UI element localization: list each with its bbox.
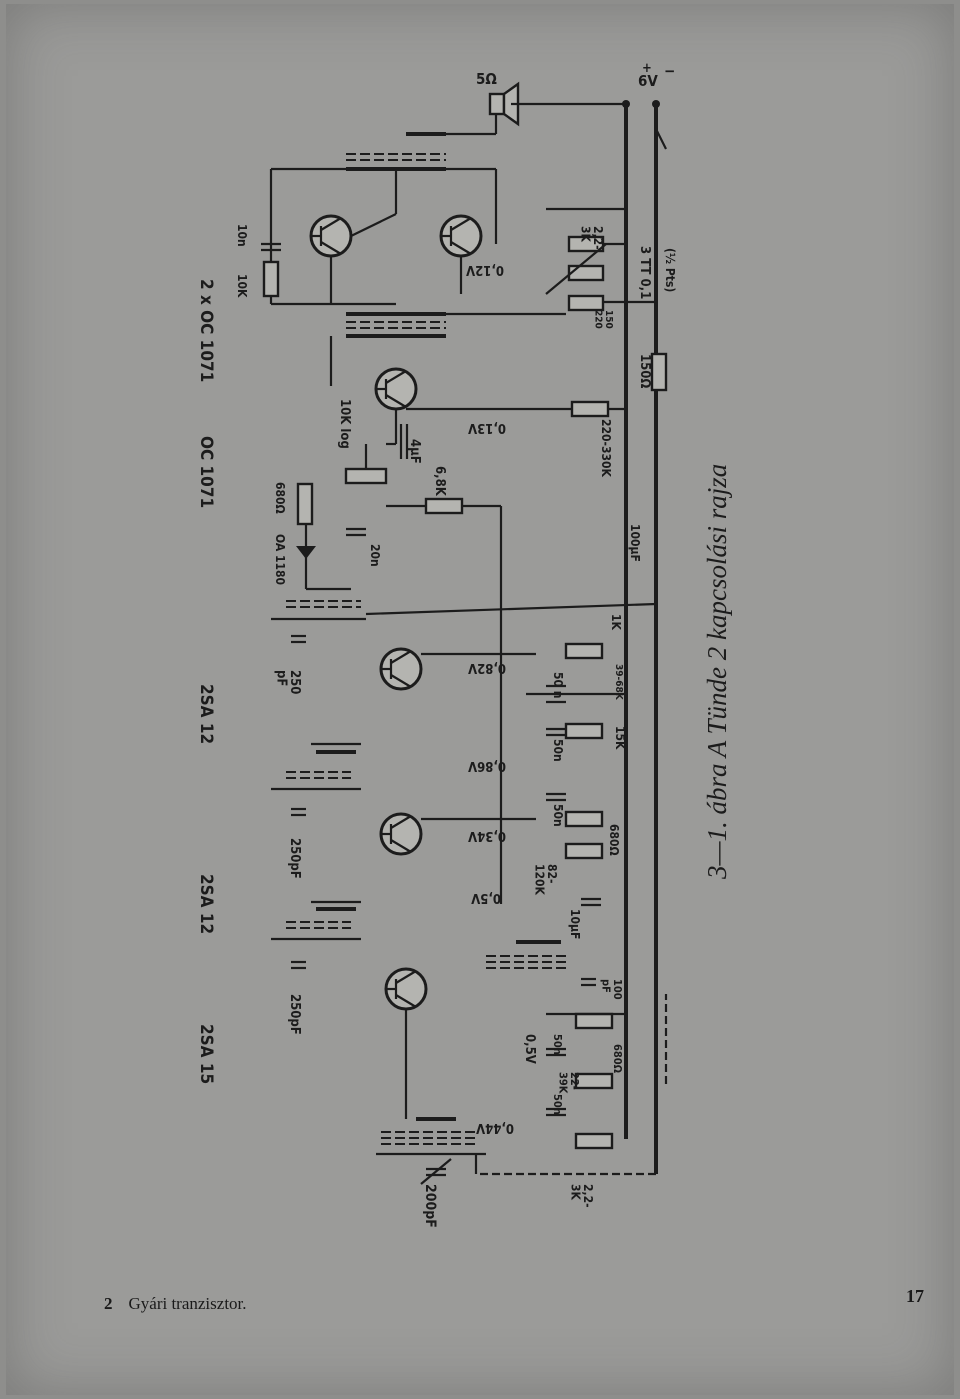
voltage-label-0-12: 0,12V xyxy=(466,262,504,277)
if1-cap-label: 250pF xyxy=(287,994,302,1035)
transistor-label-if2: 2SA 12 xyxy=(196,684,216,744)
driver-stage: 0,13V 220-330K 150Ω xyxy=(374,352,668,478)
feedback-resistor-label: 10K xyxy=(235,274,249,298)
feedback-cap-label: 10n xyxy=(235,224,249,247)
output-stage xyxy=(269,169,483,306)
power-rails xyxy=(474,104,668,1176)
cap-100uf-label: 100μF xyxy=(628,524,642,562)
cap-20n-label: 20n xyxy=(368,544,382,567)
if-stage-2: 0,82V 0,86V 50 n 50n 1K 39-68K 15K xyxy=(311,614,627,773)
footnote-text: Gyári tranzisztor. xyxy=(128,1294,247,1313)
resistor-1k-label: 1K xyxy=(609,614,623,631)
page-number: 17 xyxy=(906,1286,924,1306)
detector-resistor-label: 680Ω xyxy=(273,482,287,514)
antenna-coil: 200pF 2,2-3K 100μF xyxy=(376,524,642,1228)
transistor-label-driver: OC 1071 xyxy=(196,436,216,508)
feedback-network: 10K 10n xyxy=(235,224,281,298)
resistor-22-39k-label: 22-39K xyxy=(556,1072,581,1094)
detector: 680Ω OA 1180 20n xyxy=(273,482,382,591)
resistor-39-68k-label: 39-68K xyxy=(613,664,624,701)
bias-resistor-label: 2,2-3K xyxy=(578,226,605,250)
cap-4uf-label: 4μF xyxy=(407,439,422,464)
resistor-150-label: 150Ω xyxy=(637,354,652,388)
transistor-label-if1: 2SA 12 xyxy=(196,874,216,934)
cap-50n-a-label: 50n xyxy=(551,1094,564,1115)
voltage-label-0-5-b: 0,5V xyxy=(471,890,501,905)
cap-50n-e-label: 50 n xyxy=(551,672,565,698)
voltage-label-0-82: 0,82V xyxy=(468,660,506,675)
resistor-220-330k-label: 220-330K xyxy=(599,419,613,478)
resistor-680-label: 680Ω xyxy=(611,1044,624,1074)
bias-divider: 0,12V 2,2-3K 150220 3 TT 0,1 (½ Pts) xyxy=(466,207,677,329)
cap-50n-d-label: 50n xyxy=(551,739,565,762)
voltage-label-0-13: 0,13V xyxy=(468,420,506,435)
supply-plus-label: + xyxy=(642,61,652,76)
cap-100pf-label: 100pF xyxy=(599,979,624,1000)
resistor-15k-label: 15K xyxy=(613,726,627,750)
cap-50n-b-label: 50n xyxy=(551,1034,564,1055)
if-transformer-1: 250pF xyxy=(271,921,566,1035)
diode-label: OA 1180 xyxy=(273,534,287,585)
if-transformer-3: 250pF xyxy=(271,600,657,694)
footnote: 2 Gyári tranzisztor. xyxy=(104,1294,404,1314)
transistor-label-mixer: 2SA 15 xyxy=(196,1024,216,1084)
footnote-number: 2 xyxy=(104,1294,113,1313)
voltage-label-0-44: 0,44V xyxy=(476,1120,514,1135)
voltage-label-0-34: 0,34V xyxy=(468,828,506,843)
battery-switch: + 6V − xyxy=(622,61,675,179)
ntc-label: 3 TT 0,1 xyxy=(637,246,652,299)
if-stage-1: 0,34V 0,5V 50n 82-120K 680Ω 10μF xyxy=(311,792,621,939)
volume-control: 10K log 4μF 6,8K xyxy=(337,399,503,904)
cap-50n-c-label: 50n xyxy=(551,804,565,827)
output-transformer xyxy=(271,132,498,244)
page-scan: + 6V − 5Ω xyxy=(6,4,954,1395)
supply-minus-label: − xyxy=(664,62,675,80)
transistor-label-output: 2 x OC 1071 xyxy=(196,279,216,382)
tuning-cap-label: 200pF xyxy=(422,1184,438,1228)
speaker-impedance-label: 5Ω xyxy=(476,70,497,88)
circuit-schematic: + 6V − 5Ω xyxy=(196,61,732,1228)
ntc-note: (½ Pts) xyxy=(663,248,677,292)
bias-resistor-150-220-label: 150220 xyxy=(593,310,615,329)
cap-10uf-label: 10μF xyxy=(568,909,582,939)
driver-transformer xyxy=(329,312,566,386)
mixer-stage: 0,5V 0,44V 50n 50n 680Ω 22-39K 100pF xyxy=(384,967,626,1150)
antenna-resistor-label: 2,2-3K xyxy=(568,1184,595,1208)
resistor-680-b-label: 680Ω xyxy=(607,824,621,856)
if3-cap-label: 250pF xyxy=(273,670,302,694)
pot-label: 10K log xyxy=(337,399,352,449)
if2-cap-label: 250pF xyxy=(287,838,302,879)
resistor-6-8k-label: 6,8K xyxy=(432,466,447,497)
if-transformer-2: 250pF xyxy=(271,771,361,879)
resistor-82-120k-label: 82-120K xyxy=(532,864,559,896)
speaker: 5Ω xyxy=(406,70,626,136)
supply-voltage-label: 6V xyxy=(638,72,658,90)
voltage-label-0-86: 0,86V xyxy=(468,758,506,773)
voltage-label-0-5-a: 0,5V xyxy=(522,1034,537,1064)
figure-caption: 3—1. ábra A Tünde 2 kapcsolási rajza xyxy=(702,464,732,880)
